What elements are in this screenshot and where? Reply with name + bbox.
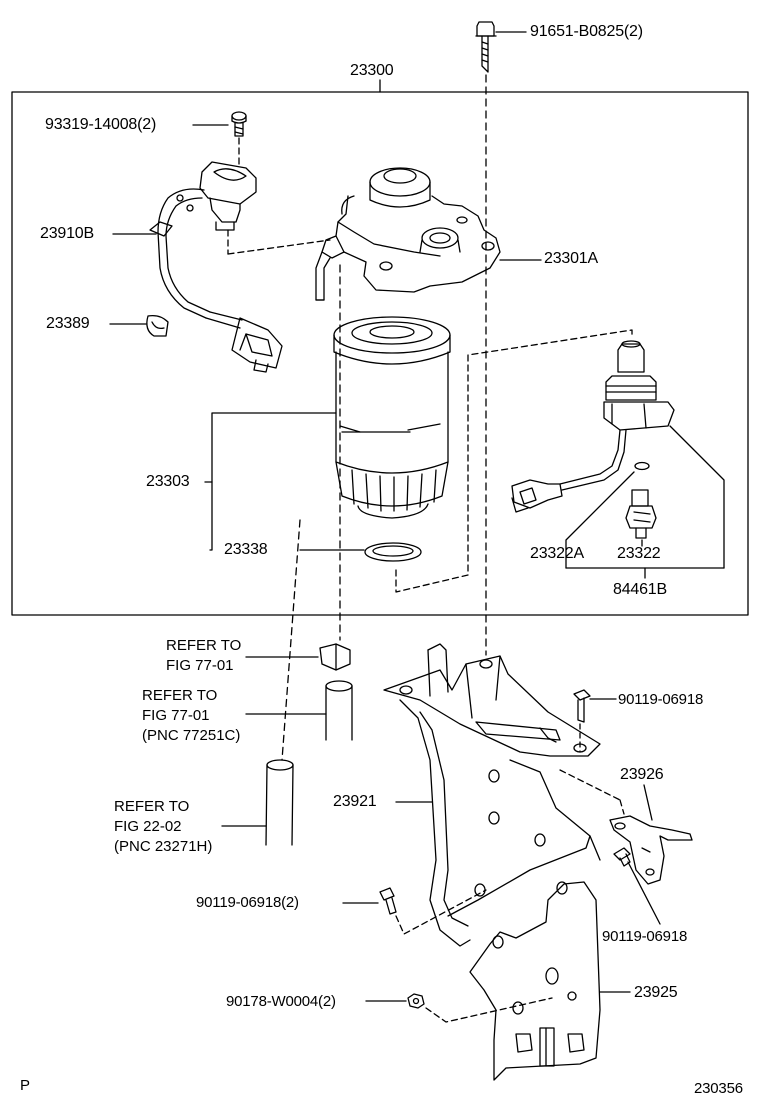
ref-line: (PNC 77251C) <box>142 727 241 744</box>
label-filter-head: 23301A <box>544 250 598 267</box>
label-sub-bracket: 23926 <box>620 766 664 783</box>
ref-long-hose: REFER TO FIG 22-02 (PNC 23271H) <box>114 797 212 857</box>
nut <box>407 993 425 1009</box>
gasket <box>364 542 422 562</box>
bracket-bolt-left <box>379 887 397 915</box>
top-bolt <box>475 21 527 73</box>
ref-line: REFER TO <box>166 637 242 654</box>
label-bolt-right: 90119-06918 <box>602 928 688 945</box>
filter-element <box>333 316 451 519</box>
long-hose <box>265 759 294 846</box>
label-switch-b: 23322 <box>617 545 661 562</box>
bracket-bolt-top <box>573 689 591 723</box>
short-hose <box>325 680 353 741</box>
label-gasket: 23338 <box>224 541 268 558</box>
label-main-bracket: 23921 <box>333 793 377 810</box>
ref-line: FIG 77-01 <box>142 707 210 724</box>
label-assembly-23300: 23300 <box>350 62 394 79</box>
hose-clip <box>319 643 351 671</box>
ref-line: REFER TO <box>142 687 218 704</box>
label-nut: 90178-W0004(2) <box>226 993 336 1010</box>
bracket-bolt-right <box>613 847 631 867</box>
sensor-screw <box>192 111 247 169</box>
water-sensor-switch <box>511 340 675 539</box>
label-sensor-harness: 23910B <box>40 225 94 242</box>
lower-bracket <box>469 881 601 1081</box>
ref-line: FIG 22-02 <box>114 818 182 835</box>
ref-line: FIG 77-01 <box>166 657 234 674</box>
label-filter-element: 23303 <box>146 473 190 490</box>
label-clamp: 23389 <box>46 315 90 332</box>
ref-hose-clip: REFER TO FIG 77-01 <box>166 636 241 676</box>
ref-short-hose: REFER TO FIG 77-01 (PNC 77251C) <box>142 686 240 746</box>
filter-head <box>315 167 501 301</box>
assembly-frame <box>11 91 749 616</box>
footer-right-code: 230356 <box>694 1080 743 1097</box>
label-lower-bracket: 23925 <box>634 984 678 1001</box>
sensor-body <box>149 161 331 373</box>
label-bolt-bracket-top: 90119-06918 <box>618 691 704 708</box>
label-switch-a: 23322A <box>530 545 584 562</box>
ref-line: (PNC 23271H) <box>114 838 213 855</box>
sub-bracket <box>609 815 693 885</box>
ref-line: REFER TO <box>114 798 190 815</box>
label-bolt-top: 91651-B0825(2) <box>530 23 643 40</box>
label-screw-sensor: 93319-14008(2) <box>45 116 157 133</box>
main-bracket <box>383 643 601 947</box>
label-bolt-left: 90119-06918(2) <box>196 894 299 911</box>
label-switch-assy: 84461B <box>613 581 667 598</box>
footer-left-code: P <box>20 1077 30 1094</box>
harness-clamp <box>146 314 169 337</box>
